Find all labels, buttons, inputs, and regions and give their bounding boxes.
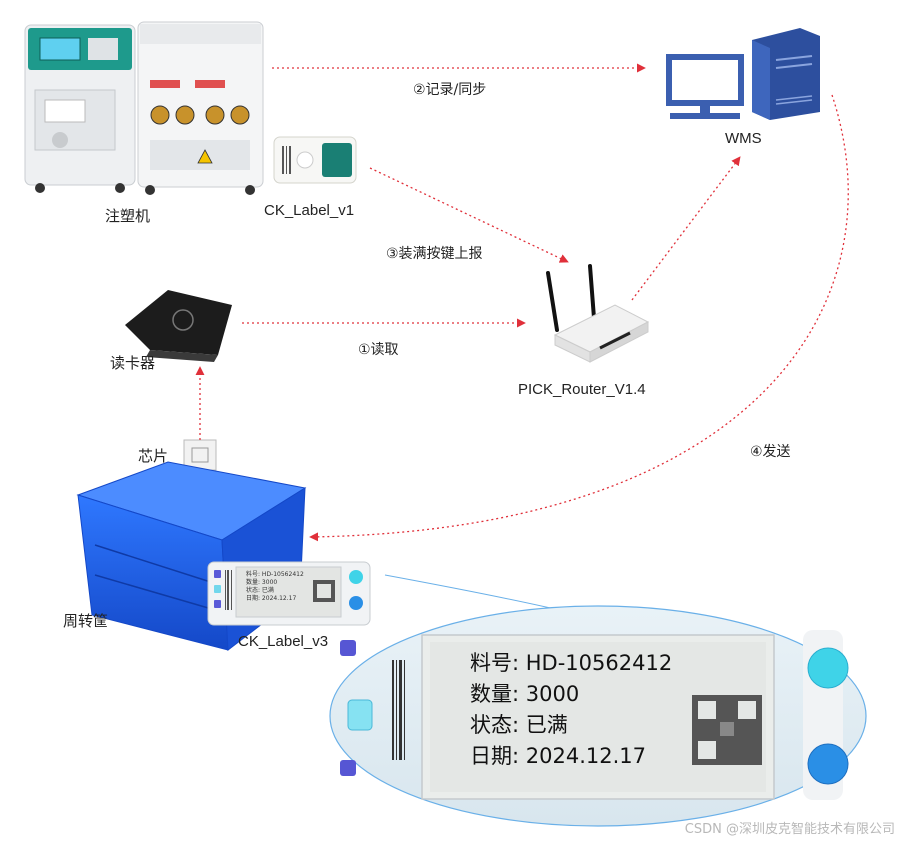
zoom-status: 状态: 已满 [470,713,568,737]
step-send-label: ④发送 [750,444,791,460]
step-read-label: ①读取 [358,342,399,358]
arrow-full-report [369,167,569,263]
chip-label: 芯片 [138,447,169,465]
step-full-report-label: ③装满按键上报 [386,246,483,262]
ck-label-v3-label: CK_Label_v3 [238,633,329,650]
ck-label-v1-label: CK_Label_v1 [264,202,355,219]
router-icon [546,264,650,363]
zoom-label-screen: 料号: HD-10562412 数量: 3000 状态: 已满 日期: 2024… [470,648,672,772]
turnover-box-label: 周转筐 [63,612,109,630]
injection-machine-icon [24,21,264,195]
watermark: CSDN @深圳皮克智能技术有限公司 [684,822,895,837]
zoom-bubble [329,574,867,827]
router-label: PICK_Router_V1.4 [518,381,646,398]
card-reader-icon [125,290,232,362]
zoom-quantity: 数量: 3000 [470,682,580,706]
small-material-no: 料号: HD-10562412 [246,571,304,578]
ck-label-v3-icon [207,561,371,626]
small-label-screen: 料号: HD-10562412 数量: 3000 状态: 已满 日期: 2024… [246,571,304,603]
card-reader-label: 读卡器 [110,354,156,372]
connector-arrows [195,63,849,542]
small-quantity: 数量: 3000 [246,579,278,586]
small-date: 日期: 2024.12.17 [246,595,297,602]
ck-label-v1-icon [273,136,357,184]
small-status: 状态: 已满 [246,587,274,594]
zoom-material-no: 料号: HD-10562412 [470,651,673,675]
zoom-date: 日期: 2024.12.17 [470,744,646,768]
step-record-sync-label: ②记录/同步 [413,82,487,98]
zoom-barcode [392,660,405,760]
injection-machine-label: 注塑机 [105,207,151,225]
qr-code-icon [692,695,762,765]
wms-label: WMS [725,130,762,147]
arrow-send [309,94,849,542]
arrow-router-wms [631,156,741,301]
wms-computer-icon [666,28,820,120]
